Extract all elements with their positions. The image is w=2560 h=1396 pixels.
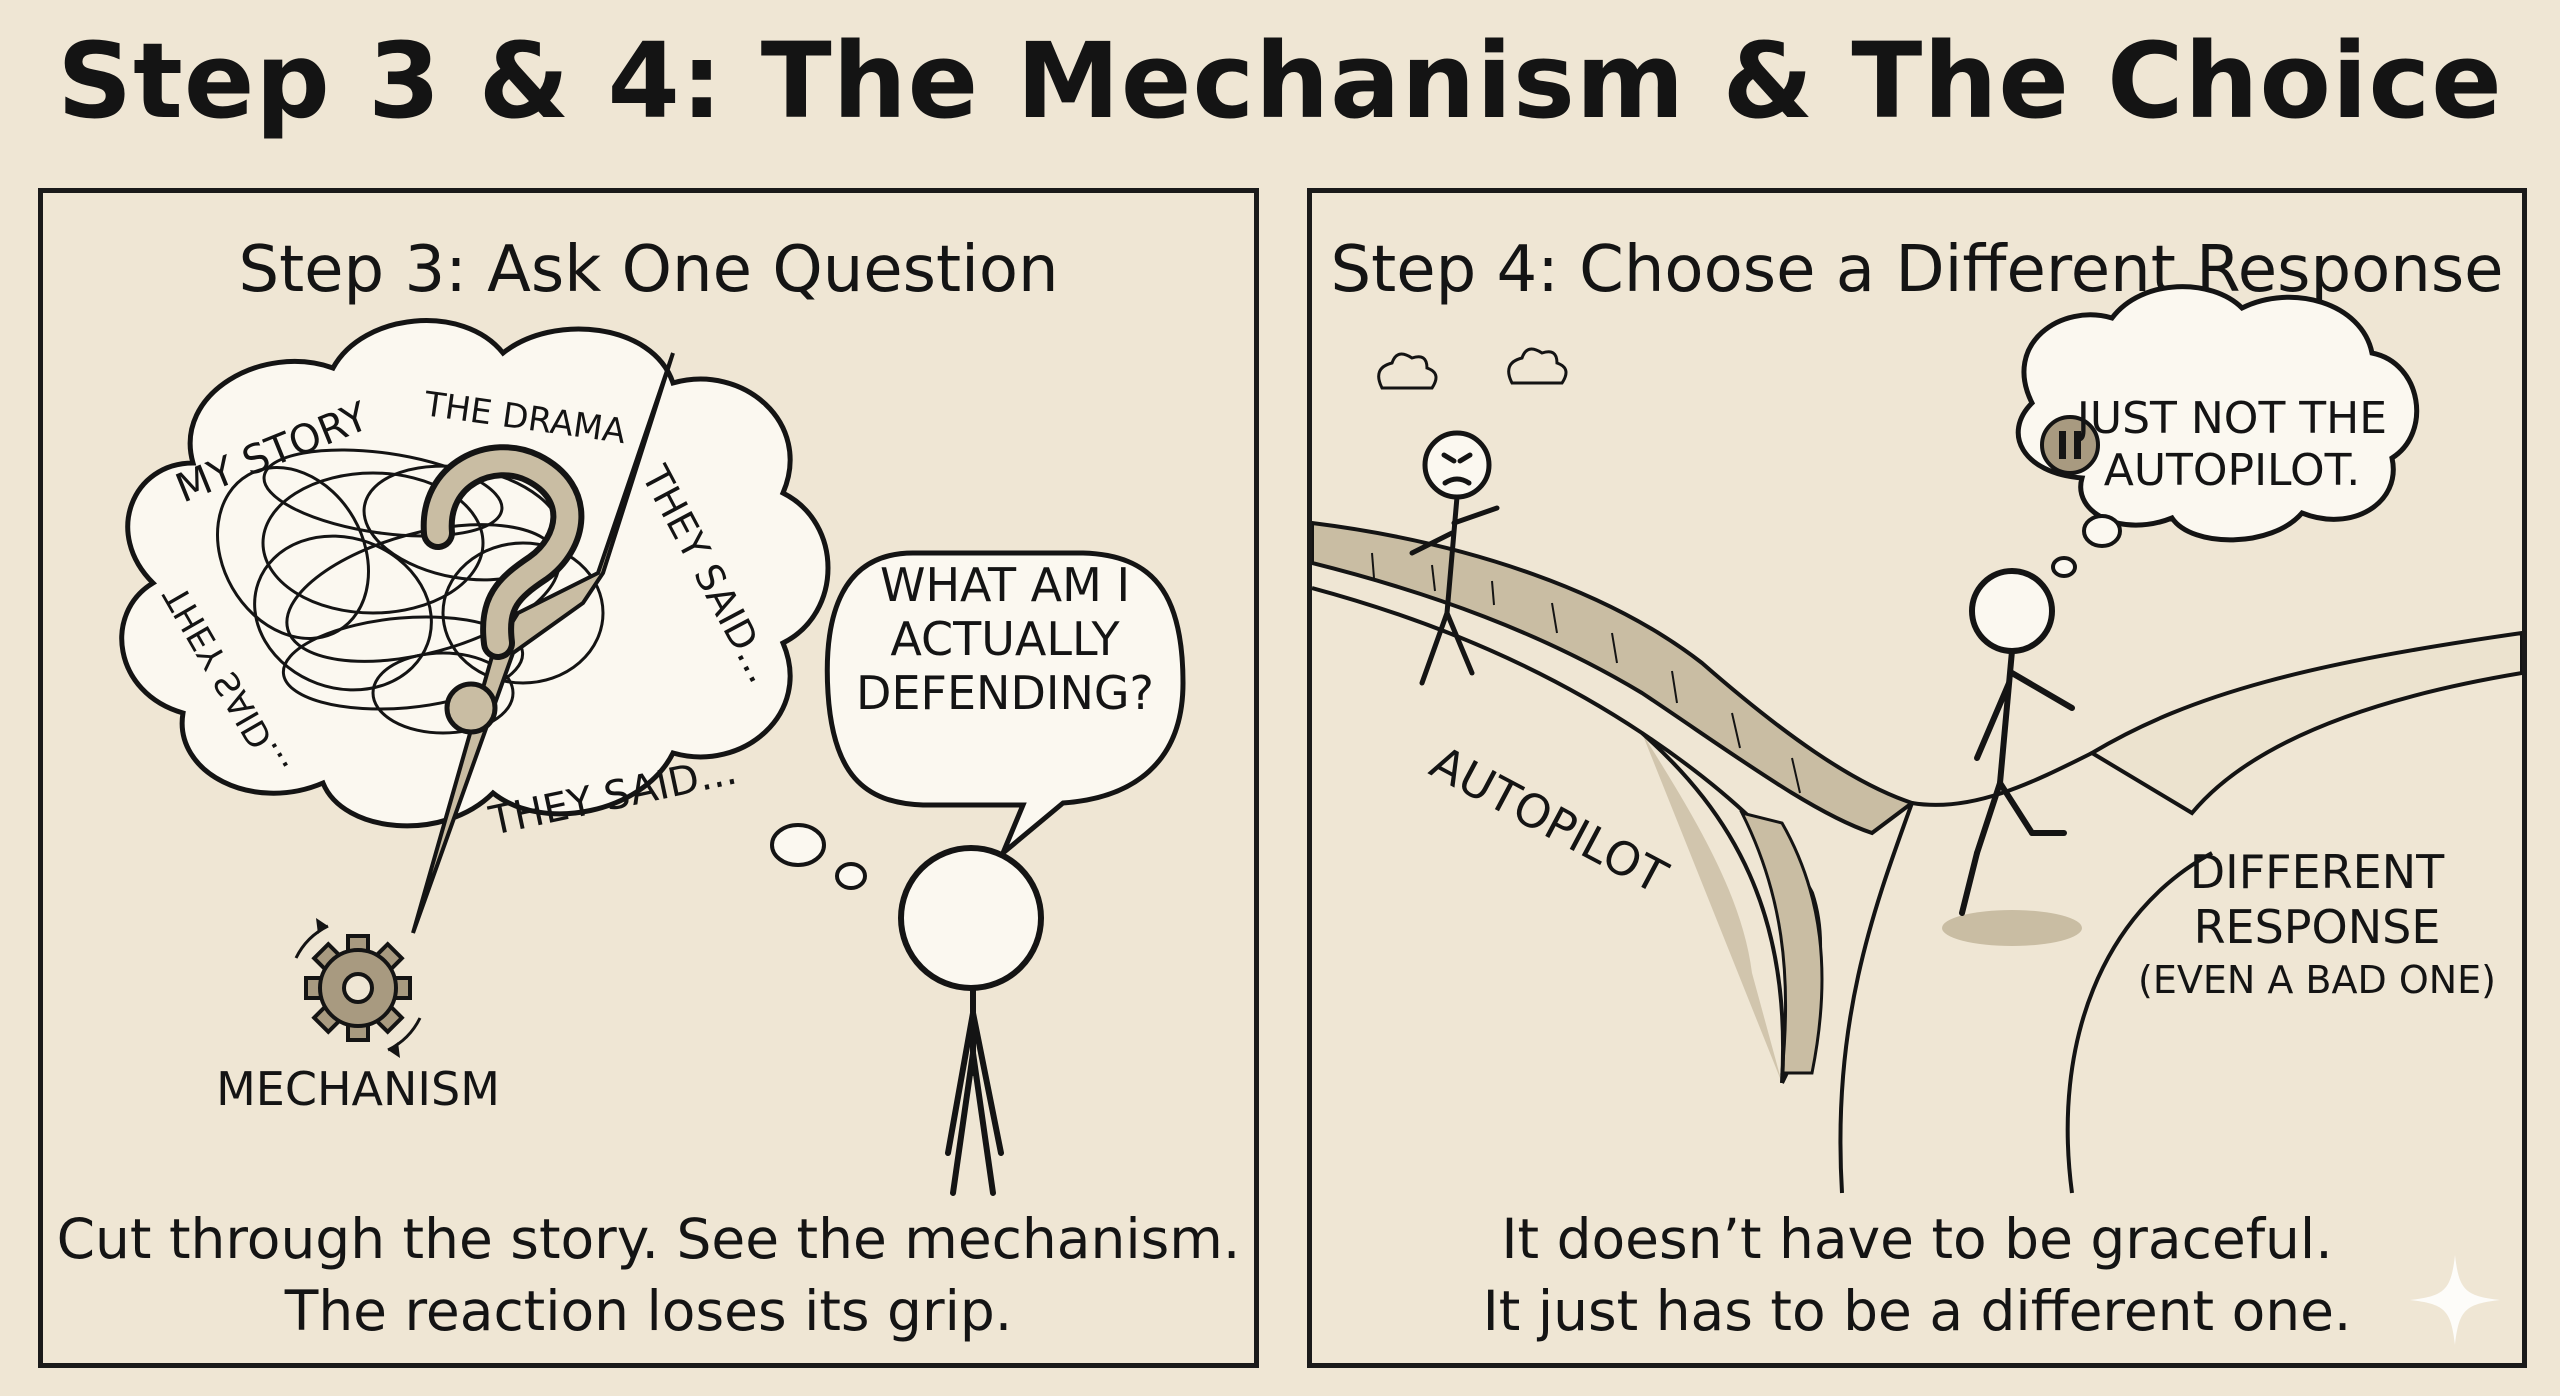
caption-line-1: It doesn’t have to be graceful. — [1501, 1207, 2333, 1271]
stick-figure-icon — [1959, 568, 2075, 916]
thought-dot-large — [770, 823, 826, 867]
caption-line-2: It just has to be a different one. — [1482, 1279, 2352, 1343]
different-response-label-1: DIFFERENT — [2190, 845, 2445, 899]
thought-dot-small — [2051, 556, 2077, 578]
speech-bubble — [824, 550, 1186, 855]
speech-line-1: WHAT AM I — [880, 558, 1130, 612]
caption-line-1: Cut through the story. See the mechanism… — [56, 1207, 1241, 1271]
lightning-bolt-icon — [411, 352, 675, 934]
thought-dot-small — [835, 862, 867, 890]
sparkle-icon — [2410, 1255, 2500, 1345]
stick-figure-icon — [898, 845, 1044, 1196]
step-3-illustration: MY STORY THE DRAMA THEY SAID... THEY SAI… — [119, 318, 1186, 1196]
thought-line-1: JUST NOT THE — [2074, 393, 2387, 444]
gear-icon — [294, 918, 422, 1058]
speech-line-3: DEFENDING? — [856, 666, 1154, 720]
angry-stick-figure-icon — [1377, 347, 1568, 686]
speech-line-2: ACTUALLY — [890, 612, 1120, 666]
panel-step-3-caption: Cut through the story. See the mechanism… — [43, 1203, 1254, 1347]
step-4-illustration: JUST NOT THE AUTOPILOT. AUTOPILOT DIFFER… — [1312, 284, 2522, 1194]
page-title: Step 3 & 4: The Mechanism & The Choice — [57, 20, 2503, 142]
caption-line-2: The reaction loses its grip. — [284, 1279, 1013, 1343]
question-mark-icon — [420, 444, 585, 735]
thought-cloud — [119, 318, 831, 829]
gear-label: MECHANISM — [216, 1062, 500, 1116]
different-response-label-2: RESPONSE — [2194, 900, 2441, 954]
different-response-label-3: (EVEN A BAD ONE) — [2138, 958, 2496, 1002]
panel-step-3: Step 3: Ask One Question MY STORY THE DR… — [38, 188, 1259, 1368]
different-response-path — [2088, 630, 2522, 816]
pause-icon — [2040, 415, 2100, 475]
autopilot-path — [1312, 520, 1917, 836]
ground-road — [1640, 731, 2213, 1194]
thought-line-2: AUTOPILOT. — [2104, 445, 2361, 496]
thought-cloud — [2015, 284, 2420, 543]
thought-dot-large — [2082, 514, 2122, 548]
autopilot-label: AUTOPILOT — [1422, 735, 1677, 905]
panel-step-3-heading: Step 3: Ask One Question — [238, 233, 1059, 307]
panel-step-4-heading: Step 4: Choose a Different Response — [1330, 233, 2504, 307]
panel-step-4-caption: It doesn’t have to be graceful. It just … — [1312, 1203, 2522, 1347]
panel-step-4: Step 4: Choose a Different Response — [1307, 188, 2527, 1368]
